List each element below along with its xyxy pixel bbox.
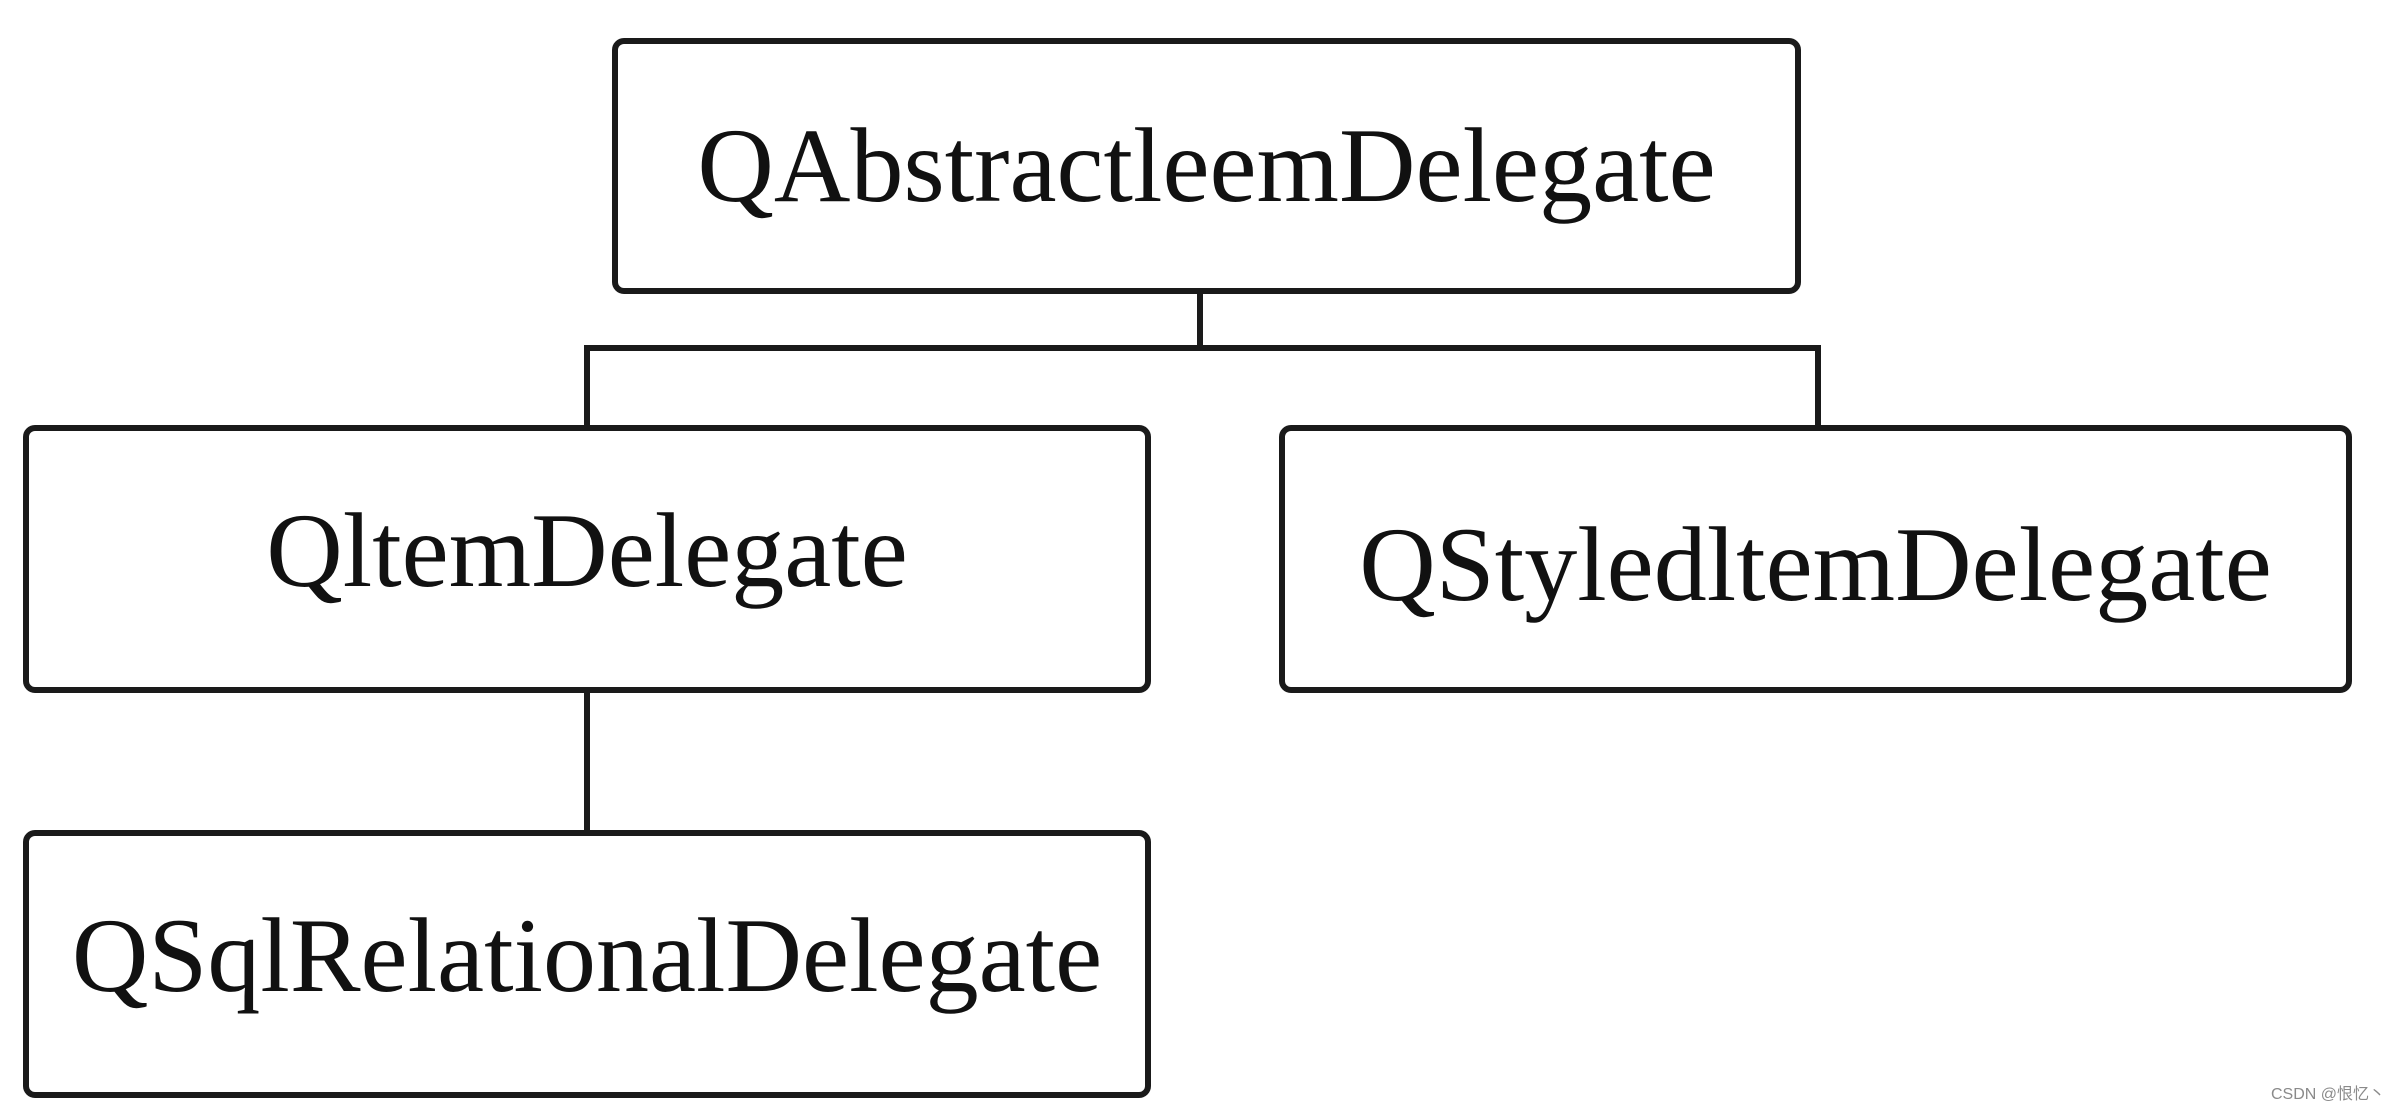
node-qsqlrelationaldelegate: QSqlRelationalDelegate [23,830,1151,1098]
node-label: QAbstractleemDelegate [697,107,1716,224]
watermark: CSDN @恨忆丶 [2270,1086,2385,1103]
node-label: QltemDelegate [266,492,908,609]
node-qitemdelegate: QltemDelegate [23,425,1151,693]
node-qstyleditemdelegate: QStyledltemDelegate [1279,425,2352,693]
node-label: QStyledltemDelegate [1359,506,2272,623]
node-label: QSqlRelationalDelegate [71,897,1103,1014]
node-qabstractitemdelegate: QAbstractleemDelegate [612,38,1801,294]
